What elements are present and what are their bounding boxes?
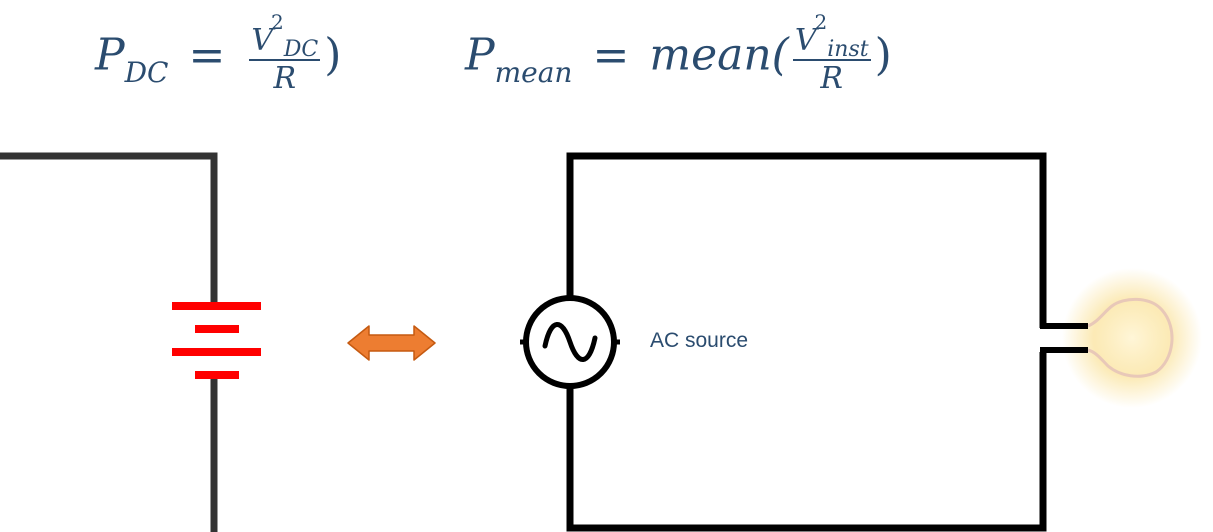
dc-power-subscript: DC [124, 55, 169, 89]
ac-wire-bottom [566, 352, 1047, 532]
dc-close-paren: ) [324, 29, 342, 81]
dc-power-symbol: P [95, 29, 125, 81]
inst-voltage-symbol: V [794, 23, 817, 58]
double-arrow-icon [347, 325, 436, 361]
inst-voltage-subscript: inst [827, 37, 869, 62]
dc-numerator: V2DC [249, 12, 321, 62]
dc-voltage-symbol: V [251, 23, 274, 58]
dc-denominator: R [273, 60, 297, 96]
mean-numerator: V2 inst [792, 12, 871, 62]
dc-fraction: V2DC R [249, 12, 321, 96]
ac-source-label: AC source [650, 329, 749, 352]
sine-wave-icon [542, 322, 598, 362]
ac-circuit-wires [566, 152, 1047, 532]
dc-power-equation: PDC = V2DC R ) [95, 12, 342, 96]
inst-voltage-exponent: 2 [814, 10, 828, 34]
dc-voltage-subscript: DC [283, 37, 319, 62]
battery-plate-4 [195, 371, 239, 379]
mean-power-subscript: mean [494, 55, 573, 89]
mean-denominator: R [820, 60, 844, 96]
bulb-outline [1087, 297, 1174, 378]
dc-wire-top [0, 152, 218, 306]
battery-plate-1 [172, 302, 261, 310]
mean-close-paren: ) [874, 29, 892, 81]
mean-function: mean( [649, 29, 789, 81]
light-bulb-icon [1040, 268, 1202, 408]
bulb-terminals [1040, 323, 1088, 353]
ac-source-icon [520, 295, 620, 389]
mean-power-equation: Pmean = mean( V2 inst R ) [465, 12, 892, 96]
battery-icon [172, 302, 261, 379]
ac-wire-top [566, 152, 1047, 328]
mean-fraction: V2 inst R [792, 12, 871, 96]
battery-plate-2 [195, 325, 239, 333]
dc-circuit-wires [0, 152, 218, 532]
battery-plate-3 [172, 348, 261, 356]
dc-equals-sign: = [188, 29, 226, 81]
mean-equals-sign: = [592, 29, 630, 81]
dc-voltage-exponent: 2 [271, 10, 284, 34]
mean-power-symbol: P [465, 29, 495, 81]
bulb-glow [1062, 268, 1202, 408]
